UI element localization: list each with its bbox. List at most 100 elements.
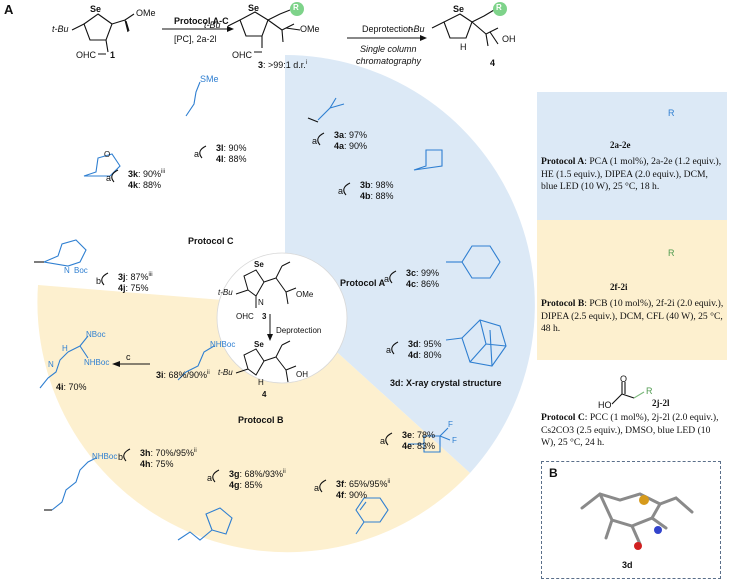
curved-arrow-3g [212,469,220,483]
final-nh-label: H [460,42,467,52]
protocol-a-label: Protocol A [340,278,386,288]
protocol-label: Protocol A-C [174,16,229,26]
intermediate-tbu-label: t-Bu [204,20,221,30]
entry-id-4e: 4e [402,441,413,451]
entry-id-4i: 4i [56,382,64,392]
center-tbu-top: t-Bu [218,288,233,297]
curved-arrow-3j [101,272,109,286]
step-label-3j: b [96,276,102,286]
entry-id-4c: 4c [406,279,417,289]
cyclobutyl-substituent [413,149,443,171]
protocol-a-panel [537,92,727,220]
entry-id-4b: 4b [360,191,371,201]
entry-yield-4e: : 83% [412,441,436,451]
step-label-3c: a [384,274,390,284]
curved-arrow-3h [123,448,131,462]
final-compound-number: 4 [490,58,496,68]
step-label-3g: a [207,473,213,483]
curved-arrow-3k [111,169,119,183]
step-label-3l: a [194,149,200,159]
entry-yield-4c: : 86% [416,279,440,289]
panel-c-r-label: R [646,386,653,396]
reagents-label: [PC], 2a-2l [174,34,217,44]
entry-yield-3d: : 95% [418,339,442,349]
entry-4i: 4i: 70% [56,382,87,392]
center-compound-3: 3 [262,312,267,321]
pyrrolidine-substituent [42,239,87,267]
center-deprotection-arrow [267,314,273,341]
guanidine-n-label: N [48,360,54,369]
entry-id-3l: 3l [216,143,224,153]
panel-a-conditions: Protocol A: PCA (1 mol%), 2a-2e (1.2 equ… [541,156,725,194]
step-label-3h: b [118,452,124,462]
curved-arrow-3c [389,270,397,284]
panel-label-b: B [549,466,558,480]
step-label-3f: a [314,483,320,493]
chromatography-line1: Single column [360,44,417,54]
adamantyl-link [445,337,463,341]
entry-id-3j: 3j [118,272,126,282]
intermediate-dr-note: i [305,60,308,66]
entry-id-3i: 3i [156,370,164,380]
center-product-structure [235,340,297,383]
panel-c-reagent: 2j-2l [652,398,670,408]
intermediate-ome-label: OMe [300,24,320,34]
panel-b-conditions: Protocol B: PCB (10 mol%), 2f-2i (2.0 eq… [541,298,725,336]
entry-id-3e: 3e [402,430,413,440]
center-n-top: N [258,298,264,307]
starting-material-structure [71,13,135,55]
center-disc [216,252,348,384]
start-ohc-label: OHC [76,50,96,60]
fluorine-label-1: F [448,420,453,429]
deprotection-arrow [347,35,427,41]
cyclohexyl-substituent [461,245,501,279]
nhboc-butyl-substituent [51,457,97,511]
panel-a-title: Protocol A [541,156,585,167]
curved-arrow-3e [385,432,393,446]
isopropyl-substituent [317,97,345,121]
xray-panel [541,461,721,579]
intermediate-se-label: Se [248,3,260,13]
final-tbu-label: t-Bu [408,24,425,34]
panel-b-title: Protocol B [541,298,585,309]
start-ome-label: OMe [136,8,156,18]
entry-yield-4b: : 88% [370,191,394,201]
center-se-bottom: Se [254,340,264,349]
benzyl-substituent [355,497,389,535]
sme-label: SMe [200,74,219,84]
protocol-b-label: Protocol B [238,415,284,425]
panel-b-reagent: 2f-2i [610,282,628,292]
entry-yield-3c: : 99% [416,268,440,278]
cyclopentylethyl-substituent [177,507,233,541]
entry-yield-4h: : 75% [150,459,174,469]
entry-3a: a 3a: 97% 4a: 90% [312,130,367,152]
entry-id-4g: 4g [229,480,240,490]
panel-c-ho-label: HO [598,400,612,410]
entry-id-4f: 4f [336,490,345,500]
entry-3b: a 3b: 98% 4b: 88% [338,180,394,202]
entry-note-3g: ii [283,469,286,475]
center-h-bottom: H [258,378,264,387]
entry-3e: a 3e: 78% 4e: 83% [380,430,436,452]
panel-a-reagent: 2a-2e [610,140,631,150]
adamantyl-substituent [461,319,507,367]
entry-3k: a 3k: 90%iii 4k: 88% [106,167,165,191]
entry-yield-3b: : 98% [370,180,394,190]
entry-id-4l: 4l [216,154,224,164]
protocol-b-panel [537,220,727,360]
entry-id-3h: 3h [140,448,151,458]
center-tbu-bottom: t-Bu [218,368,233,377]
xray-selenium-atom [639,495,649,505]
entry-id-4j: 4j [118,283,126,293]
panel-label-a: A [4,2,14,17]
start-compound-number: 1 [110,50,116,60]
start-se-label: Se [90,4,102,14]
curved-arrow-3b [343,182,351,196]
entry-note-3i: ii [207,370,210,376]
entry-id-4h: 4h [140,459,151,469]
entry-yield-3g: : 68%/93% [239,469,284,479]
entry-yield-4f: : 90% [344,490,368,500]
entry-3c: a 3c: 99% 4c: 86% [384,268,440,290]
protocol-c-label: Protocol C [188,236,234,246]
